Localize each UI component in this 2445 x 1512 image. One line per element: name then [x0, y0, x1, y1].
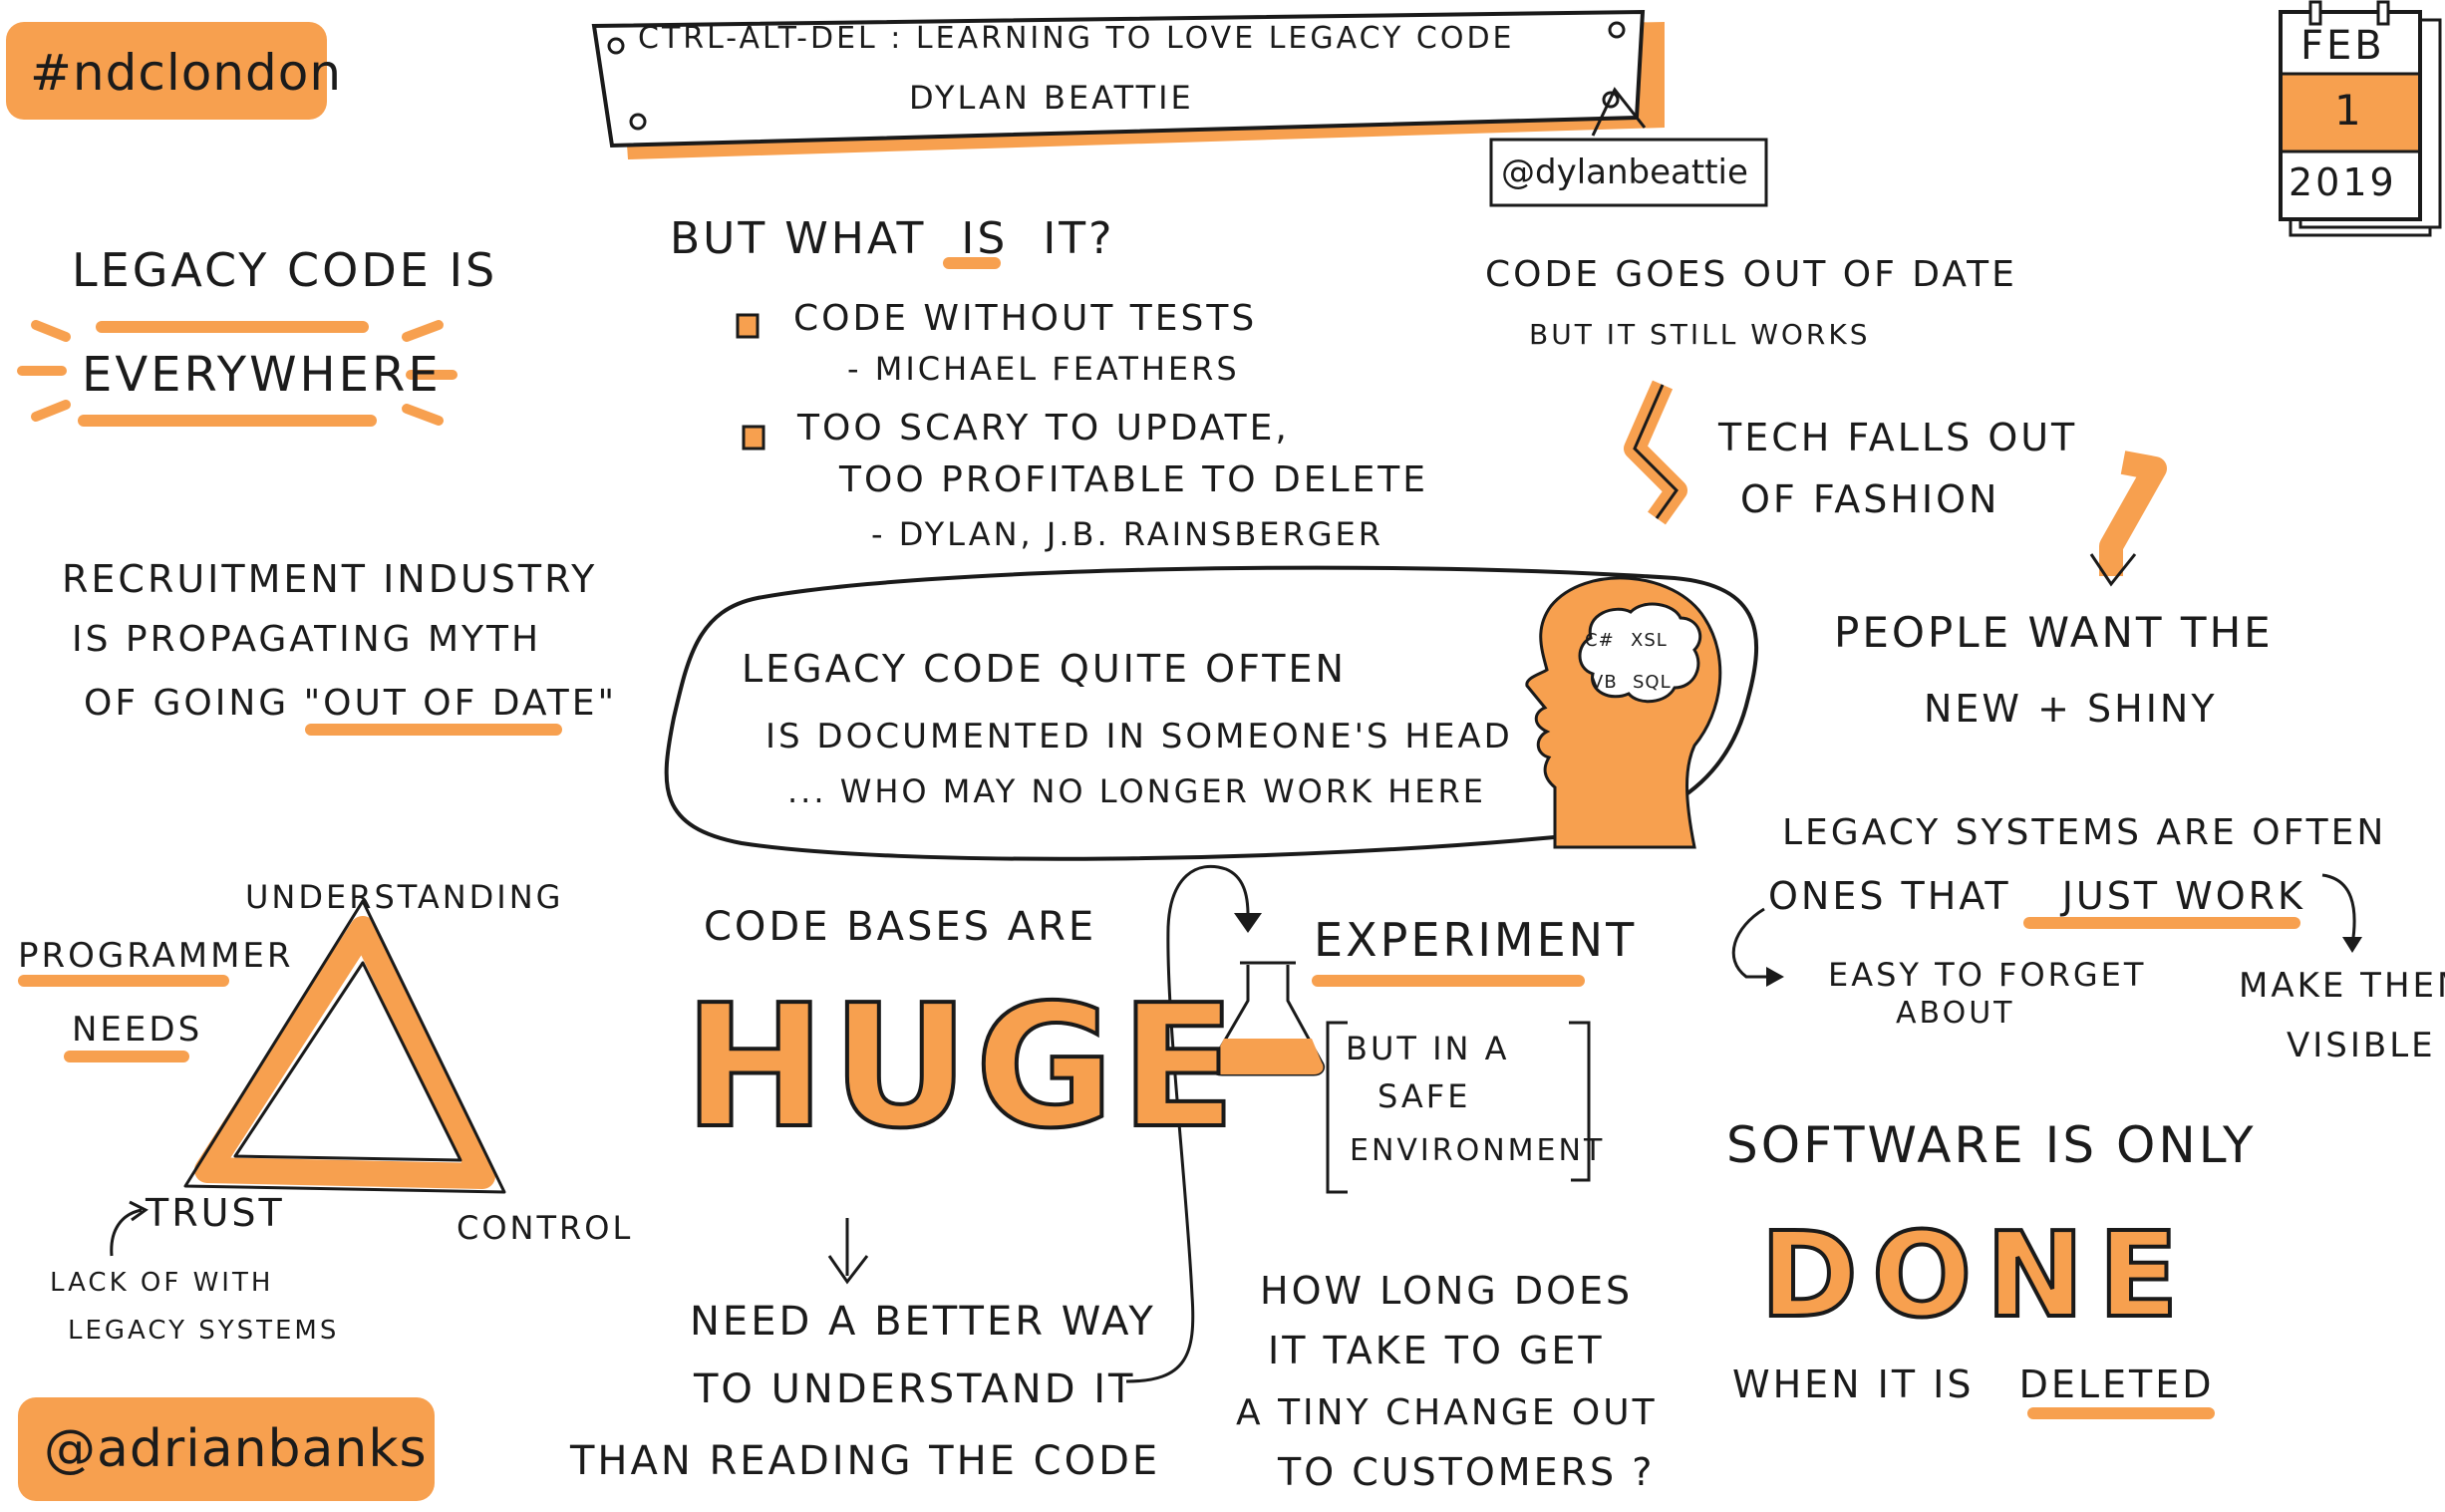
left-bracket — [1326, 1021, 1348, 1194]
bullet-1 — [736, 313, 760, 339]
just-work-underline — [2023, 917, 2300, 929]
experiment-note-line3: ENVIRONMENT — [1350, 1133, 1606, 1168]
needs-underline — [64, 1051, 189, 1062]
done-emphasis: DELETED — [2018, 1362, 2215, 1406]
huge-line1: NEED A BETTER WAY — [690, 1299, 1156, 1345]
brain-word-1: C# — [1585, 630, 1615, 651]
talk-title: CTRL-ALT-DEL : LEARNING TO LOVE LEGACY C… — [638, 21, 1515, 56]
visible-line1: MAKE THEM — [2239, 966, 2445, 1006]
cycle-c-line2: NEW + SHINY — [1924, 687, 2218, 731]
calendar-year: 2019 — [2289, 160, 2397, 204]
huge-intro: CODE BASES ARE — [704, 904, 1097, 950]
experiment-note-line1: BUT IN A — [1346, 1030, 1510, 1067]
event-tag: #ndclondon — [30, 44, 343, 102]
out-of-date-underline — [305, 724, 562, 736]
definition-item2-line1: TOO SCARY TO UPDATE, — [797, 408, 1290, 449]
brain-word-4: SQL — [1633, 672, 1672, 693]
speaker-handle: @dylanbeattie — [1501, 152, 1748, 192]
everywhere-word: EVERYWHERE — [82, 347, 442, 403]
flask-icon — [1209, 961, 1326, 1076]
done-word: DONE — [1758, 1206, 2193, 1344]
triangle-right-label: CONTROL — [457, 1209, 634, 1247]
everywhere-lower-bar — [78, 415, 377, 427]
recruitment-highlight: OUT OF DATE — [323, 683, 598, 724]
needs-title-line2: NEEDS — [72, 1010, 203, 1050]
calendar-month: FEB — [2300, 23, 2385, 69]
just-work-pre: ONES THAT — [1768, 874, 2011, 918]
definition-question: BUT WHAT IS IT? — [670, 217, 1115, 261]
bullet-2 — [742, 425, 765, 451]
speaker-name: DYLAN BEATTIE — [909, 79, 1194, 117]
author-tag-highlight — [18, 1397, 435, 1501]
just-work-line2: ONES THAT JUST WORK — [1768, 877, 2305, 915]
bubble-line1: LEGACY CODE QUITE OFTEN — [742, 647, 1347, 691]
how-long-line1: HOW LONG DOES — [1260, 1269, 1634, 1313]
calendar-icon — [2279, 0, 2442, 237]
experiment-title: EXPERIMENT — [1314, 913, 1638, 967]
needs-triangle — [194, 916, 495, 1189]
done-line3: WHEN IT IS DELETED — [1732, 1365, 2215, 1403]
definition-item1-attr: - MICHAEL FEATHERS — [847, 350, 1240, 388]
emphasis-rays — [17, 320, 458, 426]
brain-word-3: VB — [1591, 672, 1618, 693]
how-long-line2: IT TAKE TO GET — [1268, 1329, 1605, 1372]
branch-left-arrow — [1731, 907, 1776, 979]
question-post: IT? — [1043, 213, 1115, 264]
bubble-line3: ... WHO MAY NO LONGER WORK HERE — [787, 772, 1486, 810]
done-line3-pre: WHEN IT IS — [1732, 1362, 1975, 1406]
huge-line3: THAN READING THE CODE — [570, 1438, 1161, 1484]
done-line1: SOFTWARE IS ONLY — [1726, 1116, 2257, 1174]
forget-line1: EASY TO FORGET — [1828, 956, 2147, 994]
needs-title-line1: PROGRAMMER — [18, 936, 294, 976]
is-underline — [943, 257, 1001, 269]
calendar-day: 1 — [2334, 86, 2364, 135]
huge-word: HUGE — [682, 969, 1242, 1166]
definition-item1: CODE WITHOUT TESTS — [793, 298, 1258, 339]
trust-note-line2: LEGACY SYSTEMS — [68, 1316, 340, 1346]
trust-arrow — [110, 1208, 143, 1257]
question-pre: BUT WHAT — [670, 213, 927, 264]
huge-line2: TO UNDERSTAND IT — [694, 1366, 1136, 1412]
experiment-note-line2: SAFE — [1377, 1077, 1471, 1115]
definition-item2-line2: TOO PROFITABLE TO DELETE — [839, 459, 1429, 500]
bubble-line2: IS DOCUMENTED IN SOMEONE'S HEAD — [765, 717, 1513, 756]
right-bracket — [1569, 1021, 1591, 1182]
just-work-emphasis: JUST WORK — [2061, 874, 2305, 918]
definition-item2-attr: - DYLAN, J.B. RAINSBERGER — [871, 515, 1383, 553]
experiment-underline — [1312, 975, 1585, 987]
everywhere-upper-bar — [96, 321, 369, 333]
everywhere-line1: LEGACY CODE IS — [72, 243, 498, 297]
recruitment-line3: OF GOING "OUT OF DATE" — [84, 686, 617, 722]
recruitment-line1: RECRUITMENT INDUSTRY — [62, 557, 598, 601]
deleted-underline — [2027, 1407, 2215, 1419]
forget-line2: ABOUT — [1896, 996, 2015, 1031]
triangle-top-label: UNDERSTANDING — [245, 878, 564, 916]
event-tag-highlight — [6, 22, 327, 120]
brain-icon — [1578, 602, 1702, 704]
cycle-c-line1: PEOPLE WANT THE — [1834, 608, 2274, 657]
brain-word-2: XSL — [1631, 630, 1668, 651]
branch-right-arrow — [2321, 873, 2356, 946]
down-arrow — [827, 1218, 869, 1285]
programmer-underline — [18, 975, 229, 987]
how-long-line4: TO CUSTOMERS ? — [1278, 1450, 1656, 1494]
recruitment-line2: IS PROPAGATING MYTH — [72, 619, 542, 660]
recruitment-line3-prefix: OF GOING " — [84, 683, 324, 724]
cycle-a-line2: BUT IT STILL WORKS — [1529, 318, 1871, 351]
cycle-a-line1: CODE GOES OUT OF DATE — [1485, 254, 2017, 295]
author-tag: @adrianbanks — [44, 1419, 428, 1479]
cycle-b-line2: OF FASHION — [1740, 477, 2000, 521]
trust-note-line1: LACK OF WITH — [50, 1268, 274, 1298]
visible-line2: VISIBLE — [2287, 1026, 2436, 1065]
speaker-handle-frame — [1489, 138, 1768, 207]
cycle-arrow-down-right — [2099, 451, 2167, 576]
just-work-line1: LEGACY SYSTEMS ARE OFTEN — [1782, 812, 2387, 853]
cycle-b-line1: TECH FALLS OUT — [1718, 416, 2078, 459]
question-emphasis: IS — [961, 213, 1009, 264]
how-long-line3: A TINY CHANGE OUT — [1236, 1392, 1658, 1433]
triangle-left-label: TRUST — [146, 1191, 285, 1235]
recruitment-line3-suffix: " — [597, 683, 617, 724]
connector-arrow — [1125, 864, 1250, 1383]
